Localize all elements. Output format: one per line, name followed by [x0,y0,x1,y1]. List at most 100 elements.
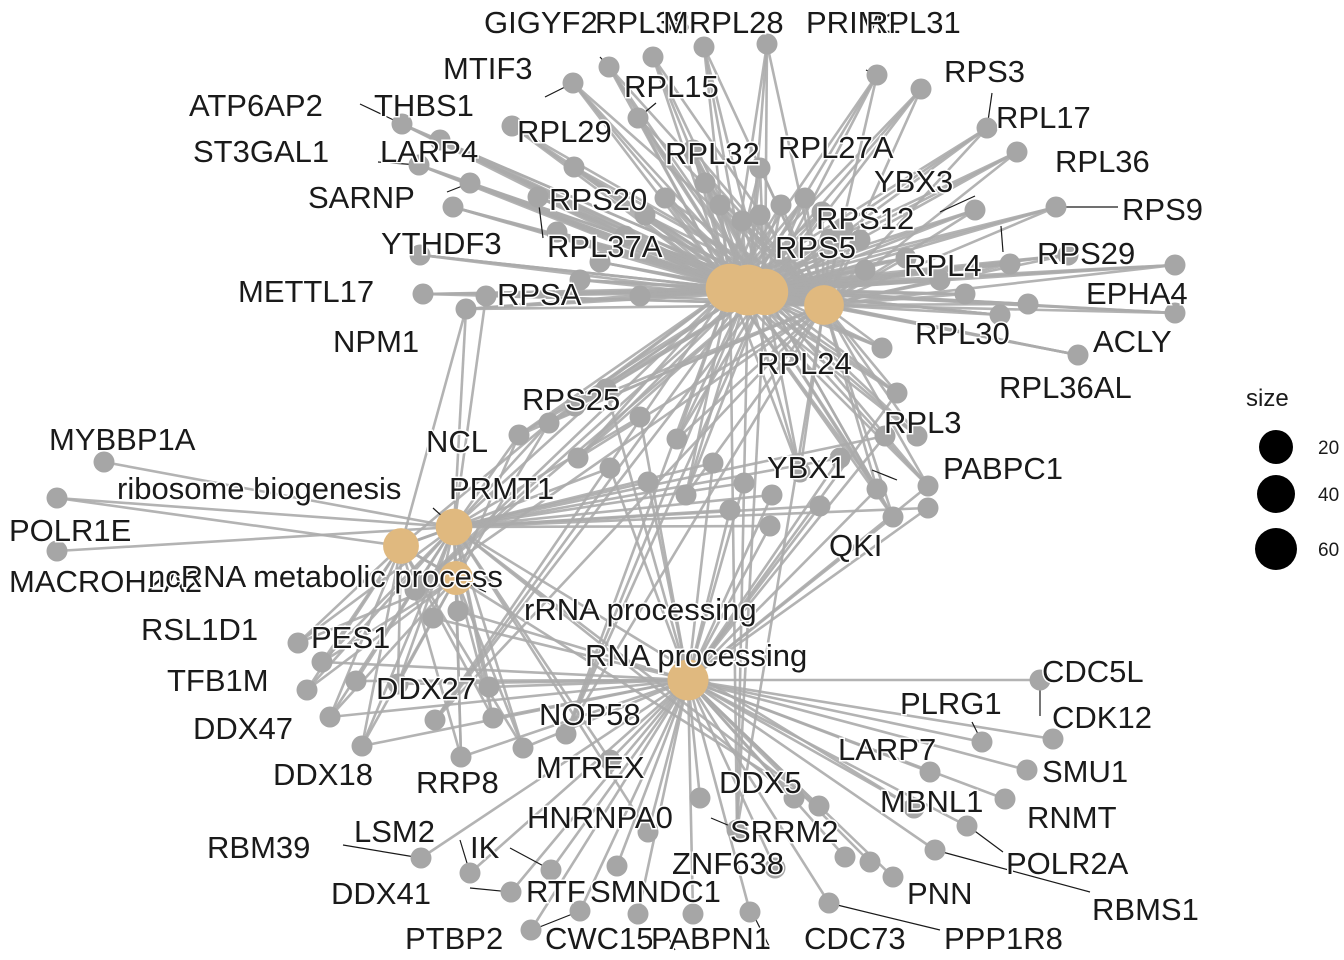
edge-polr1e-ncrna-metabolic-process [56,496,402,548]
edge-unlabelled-34 [686,509,732,681]
edge-ik-rna-processing [549,679,690,871]
gene-node-unlabelled [702,452,724,474]
gene-label-rpl32: RPL32 [665,136,760,171]
gene-node-rps12 [964,199,986,221]
edge-ybx1-rna-processing [687,488,878,681]
gene-label-pes1: PES1 [311,620,390,655]
gene-node-pabpc1 [917,475,939,497]
gene-node-unlabelled [849,229,871,251]
gene-label-thbs1: THBS1 [374,88,474,123]
gene-label-epha4: EPHA4 [1086,276,1188,311]
gene-label-srrm2: SRRM2 [730,814,839,849]
legend-label-60: 60 [1318,540,1339,561]
edge-unlabelled-45 [735,304,826,831]
edge-rpsa-ribosome-biogenesis [452,295,488,528]
edge-mybbp1a-ribosome-biogenesis [103,460,455,529]
gene-node-ik [540,859,562,881]
gene-node-unlabelled [854,259,876,281]
edge-unlabelled-39 [434,304,825,721]
gene-node-unlabelled [929,269,951,291]
gene-node-unlabelled [733,472,755,494]
term-label-rrna-processing: rRNA processing [524,592,757,627]
edge-unlabelled-35 [453,524,771,529]
edge-rps25-t3 [518,286,731,437]
edge-unlabelled-33 [684,287,732,496]
edge-unlabelled-28 [687,506,929,682]
gene-label-rps29: RPS29 [1037,236,1135,271]
gene-label-nop58: NOP58 [539,697,641,732]
legend-label-20: 20 [1318,438,1339,459]
legend-label-40: 40 [1318,485,1339,506]
edge-unlabelled-21 [675,291,767,440]
gene-node-cwc15 [627,903,649,925]
edge-qki-rna-processing [687,515,894,682]
gene-label-ddx27: DDX27 [376,671,476,706]
gene-label-rps3: RPS3 [944,54,1025,89]
gene-label-pabpc1: PABPC1 [943,451,1063,486]
gene-node-rps29 [1057,244,1079,266]
gene-node-cdk12 [1042,728,1064,750]
gene-label-rbms1: RBMS1 [1092,892,1199,927]
gene-node-rpl3 [886,382,908,404]
gene-node-mtrex [512,737,534,759]
gene-label-ybx3: YBX3 [874,164,953,199]
edge-pes1-rna-processing [321,660,689,682]
edge-unlabelled-27 [747,289,918,437]
gene-node-plrg1 [971,731,993,753]
edge-mtif3-t1 [572,82,749,291]
gene-label-ik: IK [470,830,500,865]
gene-node-ddx47 [319,706,341,728]
edge-unlabelled-33 [684,289,750,496]
edge-unlabelled-27 [764,291,918,437]
term-node-rna-processing [667,659,709,701]
gene-label-prmt1: PRMT1 [449,471,554,506]
gene-label-sarnp: SARNP [308,180,415,215]
edge-lsm2-rna-processing [469,679,689,874]
leader-line [342,844,422,859]
legend-dot-40 [1257,475,1295,513]
edge-ddx47-ncrna-metabolic-process [328,545,403,718]
gene-label-rpl27a: RPL27A [778,130,894,165]
gene-node-rpl30 [1017,293,1039,315]
gene-label-ddx41: DDX41 [331,876,431,911]
gene-label-mettl17: METTL17 [238,274,374,309]
edge-unlabelled-30 [577,303,825,460]
edge-unlabelled-39 [433,287,732,721]
leader-line [939,195,976,213]
gene-node-unlabelled [731,210,753,232]
gene-label-larp4: LARP4 [380,134,478,169]
gene-node-unlabelled [789,461,811,483]
edge-ddx41-rna-processing [510,679,689,893]
edge-ptbp2-rna-processing [529,679,690,931]
gene-node-layer [46,33,1186,941]
leader-line [1000,225,1004,253]
gene-label-rrp8: RRP8 [416,765,499,800]
gene-node-unlabelled [794,187,816,209]
gene-node-ybx1 [866,478,888,500]
term-node-layer [383,263,844,701]
gene-node-unlabelled [694,172,716,194]
gene-label-rpl30: RPL30 [915,316,1010,351]
gene-label-pabpn1: PABPN1 [651,921,771,956]
leader-line [710,817,731,827]
edge-unlabelled-22 [686,462,715,681]
gene-label-prim1: PRIM1 [806,5,901,40]
edge-prmt1-ribosome-biogenesis [453,493,773,529]
gene-node-sarnp [442,196,464,218]
gene-label-rpl3: RPL3 [884,405,962,440]
gene-node-rpl29 [501,115,523,137]
gene-node-rbm39 [410,847,432,869]
gene-node-ddx27 [387,673,409,695]
edge-polr1e-ribosome-biogenesis [56,496,455,529]
gene-node-unlabelled [567,447,589,469]
term-node-ribosome-biogenesis [435,508,473,546]
gene-node-unlabelled [726,819,748,841]
gene-node-rpl38 [642,46,664,68]
gene-label-rps20: RPS20 [549,182,647,217]
edge-smndc1-rna-processing [578,679,690,912]
edge-npm1-ncrna-metabolic-process [399,308,468,547]
gene-node-unlabelled [629,406,651,428]
gene-node-rpl36al [1067,344,1089,366]
gene-node-ppp1r8 [818,892,840,914]
